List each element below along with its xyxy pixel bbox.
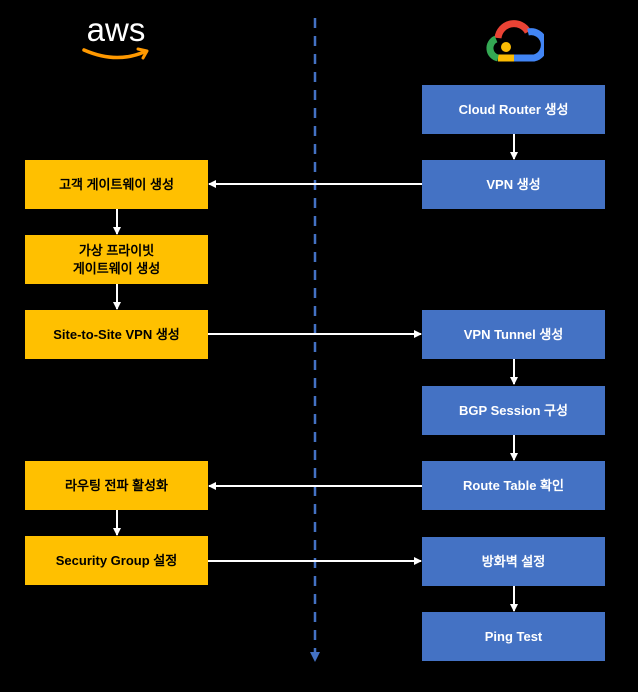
aws-step-route-propagation: 라우팅 전파 활성화 [25, 461, 208, 510]
aws-step-site-to-site-vpn: Site-to-Site VPN 생성 [25, 310, 208, 359]
aws-step-security-group: Security Group 설정 [25, 536, 208, 585]
gcp-step-vpn: VPN 생성 [422, 160, 605, 209]
gcp-step-vpn-tunnel: VPN Tunnel 생성 [422, 310, 605, 359]
aws-logo: aws [80, 12, 152, 67]
gcp-step-bgp-session: BGP Session 구성 [422, 386, 605, 435]
aws-step-virtual-private-gateway: 가상 프라이빗 게이트웨이 생성 [25, 235, 208, 284]
aws-step-customer-gateway: 고객 게이트웨이 생성 [25, 160, 208, 209]
gcp-step-firewall: 방화벽 설정 [422, 537, 605, 586]
aws-logo-text: aws [86, 11, 146, 48]
aws-smile-icon [82, 47, 149, 60]
gcp-step-route-table: Route Table 확인 [422, 461, 605, 510]
gcp-step-cloud-router: Cloud Router 생성 [422, 85, 605, 134]
gcp-step-ping-test: Ping Test [422, 612, 605, 661]
